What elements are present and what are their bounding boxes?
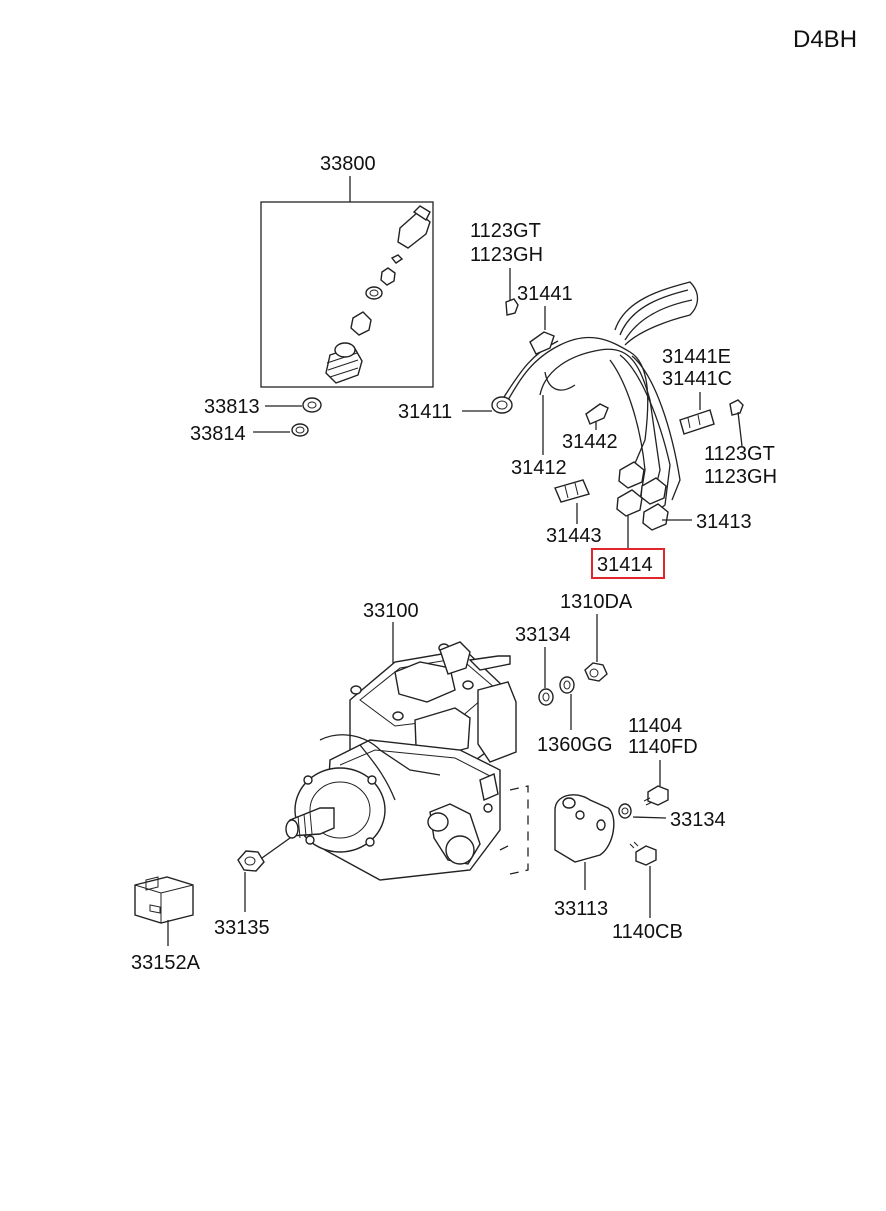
callout-33134-a: 33134: [515, 624, 571, 646]
washer-icon: [559, 676, 575, 694]
connector-icon: [134, 876, 194, 924]
injection-pipes-icon: [491, 281, 699, 531]
callout-1123gh-b: 1123GH: [704, 466, 777, 488]
callout-33152a: 33152A: [131, 952, 201, 974]
callout-1140fd: 1140FD: [628, 736, 698, 758]
washer-icon: [291, 423, 309, 437]
bolt-icon: [647, 785, 669, 806]
pipe-clamp-icon: [554, 479, 590, 503]
fuel-injection-pump-icon: [285, 641, 517, 881]
washer-33134-lower[interactable]: 33134: [618, 803, 726, 831]
nut-1310da[interactable]: 1310DA: [560, 591, 633, 682]
model-code: D4BH: [793, 26, 857, 53]
callout-31441c: 31441C: [662, 368, 732, 390]
callout-31443: 31443: [546, 525, 602, 547]
callout-33135: 33135: [214, 917, 270, 939]
pipe-31414[interactable]: 31414: [591, 515, 665, 579]
nut-icon: [584, 662, 608, 682]
washer-33134-upper[interactable]: 33134: [515, 624, 571, 706]
bracket-33113[interactable]: 33113: [499, 785, 615, 920]
pipe-31412[interactable]: 31412: [511, 395, 567, 479]
callout-31413: 31413: [696, 511, 752, 533]
bolt-icon: [635, 845, 657, 866]
callout-1123gt-b: 1123GT: [704, 443, 775, 465]
bolt-11404[interactable]: 11404 1140FD: [628, 715, 698, 806]
callout-1123gt-a: 1123GT: [470, 220, 541, 242]
pipe-clamp-31442[interactable]: 31442: [562, 403, 618, 453]
callout-31411: 31411: [398, 401, 452, 423]
callout-33800: 33800: [320, 153, 376, 175]
callout-31441: 31441: [517, 283, 573, 305]
callout-31412: 31412: [511, 457, 567, 479]
pipe-31411[interactable]: 31411: [398, 401, 492, 423]
callout-31414: 31414: [597, 554, 653, 576]
pipe-clamp-31441[interactable]: 1123GT 1123GH 31441: [470, 220, 573, 355]
bolt-icon: [505, 298, 519, 316]
callout-1140cb: 1140CB: [612, 921, 683, 943]
highlight-box: [591, 548, 665, 579]
callout-11404: 11404: [628, 715, 682, 737]
callout-33100: 33100: [363, 600, 419, 622]
nut-icon: [491, 396, 513, 414]
washer-1360gg[interactable]: 1360GG: [537, 676, 613, 756]
pipe-clamp-31441e[interactable]: 31441E 31441C 1123GT 1123GH: [662, 346, 777, 488]
seal-33814[interactable]: 33814: [190, 423, 309, 445]
callout-1360gg: 1360GG: [537, 734, 613, 756]
pipe-clamp-31443[interactable]: 31443: [546, 479, 602, 547]
nut-33135[interactable]: 33135: [214, 837, 291, 939]
bracket-icon: [554, 794, 615, 863]
callout-1123gh-a: 1123GH: [470, 244, 543, 266]
callout-33113: 33113: [554, 898, 608, 920]
pipe-clamp-icon: [679, 409, 715, 435]
pipe-clamp-icon: [585, 403, 609, 425]
washer-icon: [538, 688, 554, 706]
connector-33152a[interactable]: 33152A: [131, 876, 201, 974]
seal-33813[interactable]: 33813: [204, 396, 322, 418]
callout-33134-b: 33134: [670, 809, 726, 831]
injector-kit-frame: [260, 201, 434, 388]
callout-31441e: 31441E: [662, 346, 731, 368]
fuel-injection-pump-group[interactable]: 33100: [285, 600, 517, 881]
callout-1310da: 1310DA: [560, 591, 633, 613]
pipe-31413[interactable]: 31413: [662, 511, 752, 533]
pipe-clamp-icon: [529, 331, 555, 355]
washer-icon: [618, 803, 632, 819]
callout-33814: 33814: [190, 423, 246, 445]
bolt-1140cb[interactable]: 1140CB: [612, 841, 683, 943]
callout-33813: 33813: [204, 396, 260, 418]
bolt-icon: [729, 399, 744, 416]
callout-31442: 31442: [562, 431, 618, 453]
injector-assembly-icon: [325, 205, 431, 384]
injector-assembly-group[interactable]: 33800: [260, 153, 434, 388]
nut-icon: [237, 850, 265, 872]
washer-icon: [302, 397, 322, 413]
